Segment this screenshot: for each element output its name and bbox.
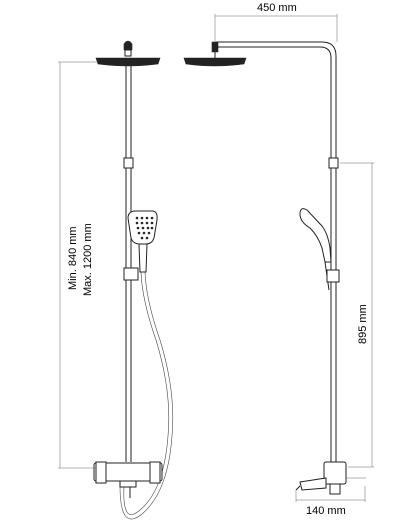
height-side-label: 895 mm bbox=[357, 304, 369, 344]
front-mixer-knob-right bbox=[149, 461, 161, 484]
side-hand-holder bbox=[326, 269, 340, 283]
height-max-label: Max. 1200 mm bbox=[82, 223, 94, 296]
front-shower-head bbox=[95, 57, 161, 67]
side-mixer-base bbox=[329, 483, 341, 495]
front-hand-shower-handle bbox=[138, 243, 148, 273]
front-pipe-joint bbox=[123, 157, 134, 169]
side-pipe-joint bbox=[328, 157, 339, 169]
side-view bbox=[183, 41, 347, 495]
front-head-connector bbox=[123, 40, 133, 51]
front-hand-shower-nozzles bbox=[135, 216, 154, 240]
side-spout bbox=[299, 477, 327, 491]
height-min-label: Min. 840 mm bbox=[67, 226, 79, 290]
side-height-dimension: 895 mm bbox=[340, 162, 374, 468]
top-width-dimension: 450 mm bbox=[214, 2, 338, 42]
width-top-label: 450 mm bbox=[257, 2, 297, 14]
front-mixer-outlet bbox=[119, 480, 137, 488]
side-hand-shower bbox=[299, 208, 332, 263]
side-head-connector bbox=[211, 41, 219, 53]
front-height-dimension: Min. 840 mm Max. 1200 mm bbox=[58, 61, 98, 469]
side-spout-tip bbox=[295, 485, 301, 491]
front-head-joint bbox=[124, 49, 132, 57]
front-mixer-knob-left bbox=[95, 461, 107, 484]
side-shower-head bbox=[183, 57, 247, 67]
bottom-depth-dimension: 140 mm bbox=[295, 477, 366, 517]
depth-bottom-label: 140 mm bbox=[306, 505, 346, 517]
front-hand-holder bbox=[123, 267, 139, 281]
side-arm-inner bbox=[216, 46, 332, 466]
side-arm-outer bbox=[216, 41, 337, 466]
front-view bbox=[93, 40, 174, 520]
side-mixer-body bbox=[323, 461, 347, 485]
front-hose-inner bbox=[119, 271, 174, 520]
front-hose-outer bbox=[123, 271, 170, 515]
